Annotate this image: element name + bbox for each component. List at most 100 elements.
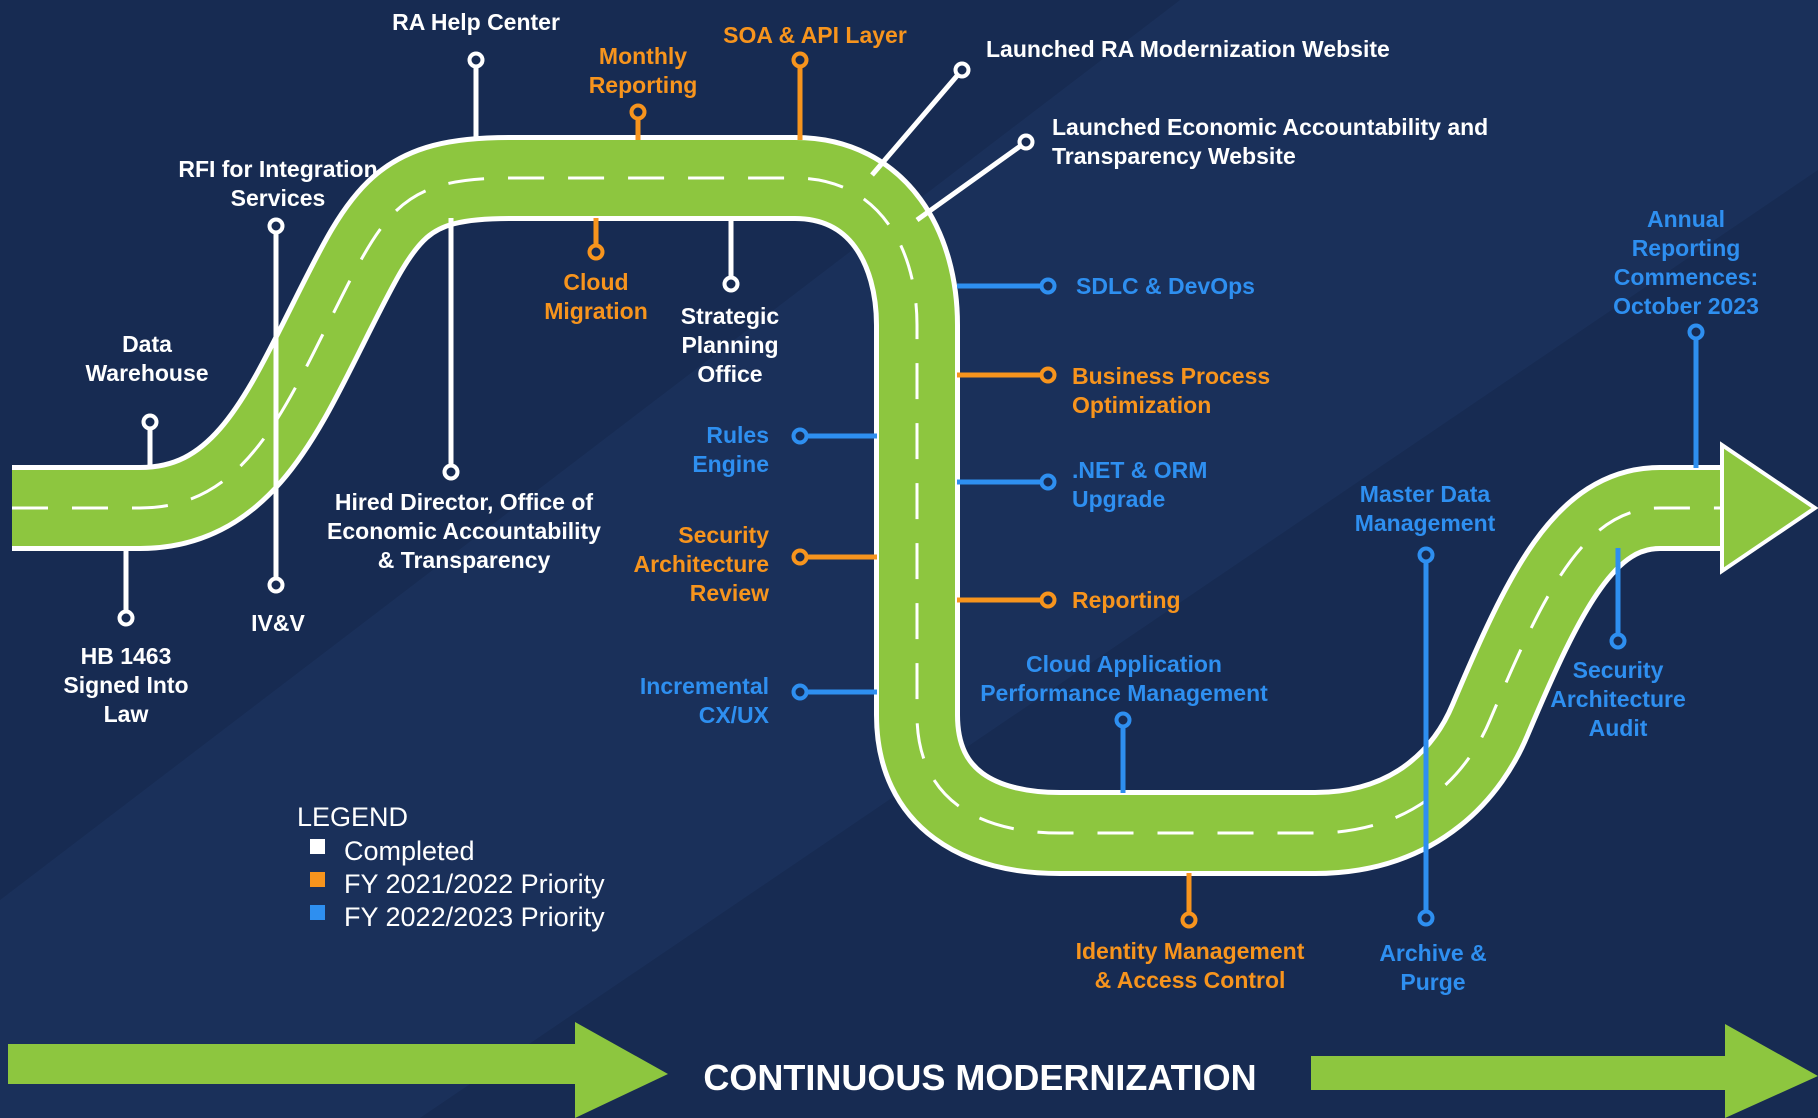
milestone-label-line: Strategic [681, 303, 780, 329]
milestone-archive-purge: Archive &Purge [1379, 840, 1487, 995]
milestone-label-line: Migration [544, 298, 648, 324]
milestone-label-line: Reporting [1632, 235, 1741, 261]
milestone-label-line: Identity Management [1076, 938, 1305, 964]
milestone-dot [117, 609, 135, 627]
milestone-label-line: Launched RA Modernization Website [986, 36, 1390, 62]
legend-swatch-completed [310, 839, 325, 854]
milestone-label-line: Cloud Application [1026, 651, 1222, 677]
legend-label-fy2223: FY 2022/2023 Priority [344, 902, 605, 932]
milestone-reporting: Reporting [957, 587, 1181, 613]
milestone-dot [587, 243, 605, 261]
milestone-label-line: Performance Management [980, 680, 1268, 706]
milestone-label-line: Annual [1647, 206, 1725, 232]
milestone-label-line: CX/UX [699, 702, 770, 728]
milestone-label-line: Cloud [563, 269, 628, 295]
milestone-label-line: Signed Into [63, 672, 188, 698]
milestone-label-line: Upgrade [1072, 486, 1165, 512]
milestone-dot [1039, 591, 1057, 609]
continuous-modernization-banner: CONTINUOUS MODERNIZATION [8, 1022, 1818, 1118]
milestone-dot [1039, 366, 1057, 384]
milestone-connector [870, 68, 964, 177]
milestone-label-line: Review [690, 580, 769, 606]
milestone-label: IV&V [251, 610, 305, 636]
milestone-hired-director: Hired Director, Office of Economic Accoun… [327, 218, 601, 573]
road-center-line [12, 176, 1730, 835]
banner-left-arrow [8, 1022, 668, 1118]
legend-title: LEGEND [297, 802, 408, 832]
milestone-label-line: HB 1463 [81, 643, 172, 669]
milestone-label-line: SDLC & DevOps [1076, 273, 1255, 299]
milestone-label-line: October 2023 [1613, 293, 1759, 319]
milestone-identity-mgmt: Identity Management& Access Control [1076, 873, 1305, 993]
milestone-dot [1687, 323, 1705, 341]
milestone-label-line: Warehouse [85, 360, 208, 386]
milestone-label-line: Hired Director, Office of [335, 489, 594, 515]
milestone-dot [791, 427, 809, 445]
milestone-dot [791, 51, 809, 69]
milestone-label-line: Business Process [1072, 363, 1270, 389]
banner-right-arrow [1311, 1024, 1818, 1118]
milestone-dot [1039, 277, 1057, 295]
banner-text: CONTINUOUS MODERNIZATION [703, 1057, 1256, 1098]
legend-swatch-fy2122 [310, 872, 325, 887]
milestone-dot [791, 548, 809, 566]
legend-label-fy2122: FY 2021/2022 Priority [344, 869, 605, 899]
legend-swatch-fy2223 [310, 905, 325, 920]
milestone-soa-api: SOA & API Layer [723, 22, 907, 140]
milestone-label-line: Commences: [1614, 264, 1758, 290]
milestone-label-line: Architecture [634, 551, 769, 577]
milestone-label-line: Engine [692, 451, 769, 477]
milestone-dot [267, 217, 285, 235]
milestone-label-line: SOA & API Layer [723, 22, 907, 48]
milestone-dot [267, 576, 285, 594]
milestone-label-line: Data [122, 331, 172, 357]
milestone-connector [915, 139, 1028, 223]
milestone-dot [722, 275, 740, 293]
milestone-dot [1417, 546, 1435, 564]
milestone-label: SOA & API Layer [723, 22, 907, 48]
milestone-dot [629, 103, 647, 121]
milestone-label-line: Monthly [599, 43, 687, 69]
milestone-label-line: Security [678, 522, 769, 548]
milestone-label-line: Launched Economic Accountability and [1052, 114, 1488, 140]
milestone-label-line: IV&V [251, 610, 305, 636]
milestone-dot [791, 683, 809, 701]
milestone-dot [953, 61, 971, 79]
milestone-label: RA Help Center [392, 9, 560, 35]
legend: LEGEND Completed FY 2021/2022 Priority F… [297, 802, 605, 932]
milestone-dot [1609, 632, 1627, 650]
milestone-label-line: Economic Accountability [327, 518, 601, 544]
milestone-label-line: Planning [681, 332, 778, 358]
milestone-label: Archive &Purge [1379, 940, 1486, 995]
milestone-label-line: Reporting [1072, 587, 1181, 613]
milestone-dot [442, 463, 460, 481]
milestone-label-line: RFI for Integration [178, 156, 377, 182]
